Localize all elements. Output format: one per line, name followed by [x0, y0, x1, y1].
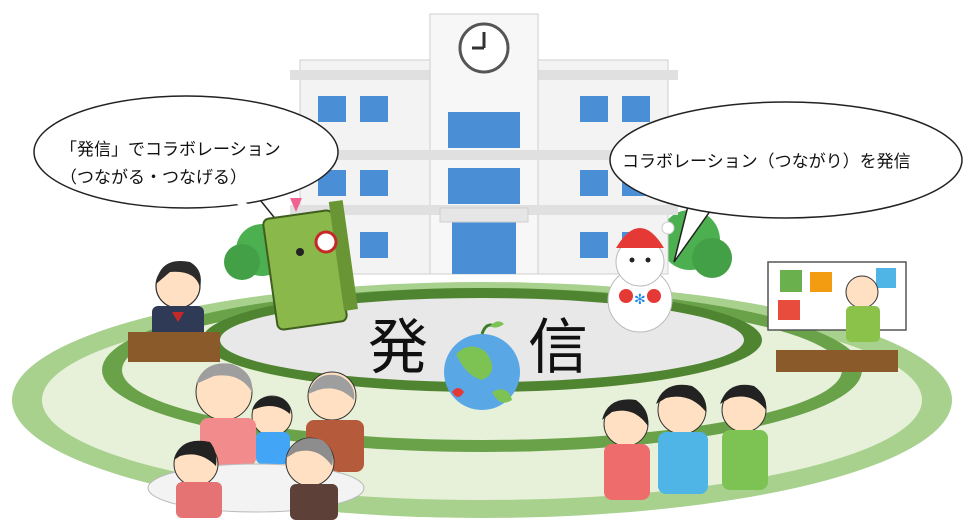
left-speech-text: 「発信」でコラボレーション （つながる・つなげる） — [60, 136, 281, 192]
left-speech-line2: （つながる・つなげる） — [60, 168, 247, 188]
clock-icon — [458, 22, 510, 74]
earth-character-icon — [444, 321, 520, 410]
speech-bubble-left — [33, 95, 339, 233]
right-speech-text: コラボレーション（つながり）を発信 — [622, 148, 911, 176]
book-character-icon — [262, 198, 358, 331]
center-kanji-left: 発 — [368, 313, 428, 383]
snowman-icon: ✻ — [607, 221, 675, 333]
svg-text:✻: ✻ — [634, 292, 646, 308]
left-speech-line1: 「発信」でコラボレーション — [60, 140, 281, 160]
student-speaker — [128, 260, 220, 362]
elderly-and-children-group — [147, 363, 365, 520]
teacher-whiteboard — [767, 261, 907, 372]
center-kanji-right: 信 — [528, 313, 588, 383]
speech-bubble-right — [609, 101, 963, 263]
right-speech-line1: コラボレーション（つながり）を発信 — [622, 152, 911, 172]
children-group — [602, 384, 768, 500]
